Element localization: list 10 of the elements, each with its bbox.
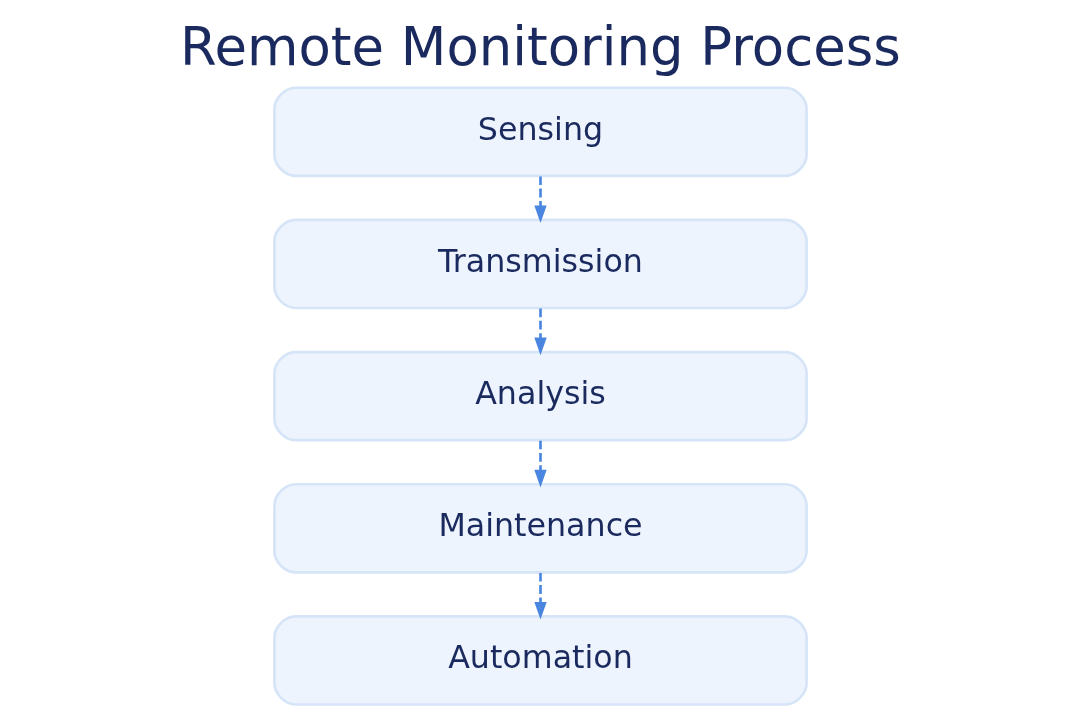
node-box: Transmission (272, 218, 808, 310)
node-box: Maintenance (272, 482, 808, 574)
diagram-title: Remote Monitoring Process (179, 15, 901, 77)
arrow (533, 440, 547, 488)
node-box: Analysis (272, 350, 808, 442)
arrow (533, 572, 547, 620)
node-box: Automation (272, 615, 808, 706)
arrow (533, 308, 547, 356)
arrow (533, 176, 547, 224)
node-box: Sensing (272, 86, 808, 178)
